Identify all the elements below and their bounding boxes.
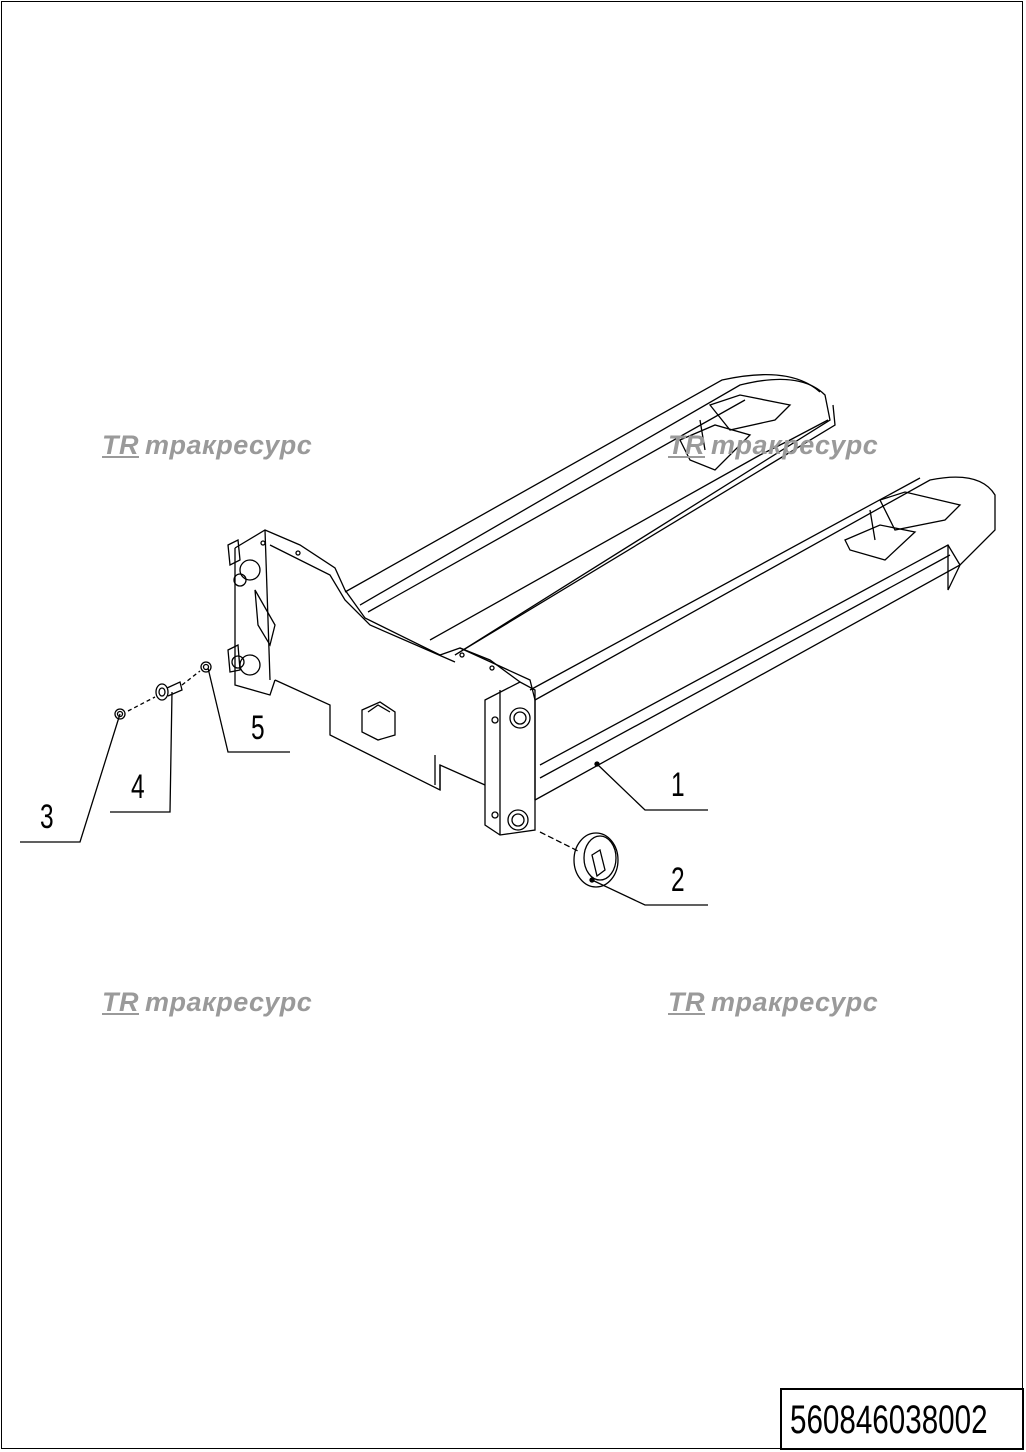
callout-5: 5 [251,709,265,747]
document-number: 560846038002 [790,1398,988,1442]
document-number-box: 560846038002 [780,1388,1024,1450]
callout-1: 1 [671,766,685,804]
watermark-logo: TR [668,430,705,460]
fork-frame [227,529,536,836]
fastener-parts [114,661,212,720]
roller-wheel [539,831,619,888]
callout-3: 3 [40,798,54,836]
callout-4: 4 [131,768,145,806]
right-fork [529,476,996,801]
watermark-logo: TR [668,987,705,1017]
leader-lines [20,667,708,906]
watermark-logo: TR [102,987,139,1017]
callout-2: 2 [671,861,685,899]
watermark-logo: TR [102,430,139,460]
left-fork [344,373,836,656]
